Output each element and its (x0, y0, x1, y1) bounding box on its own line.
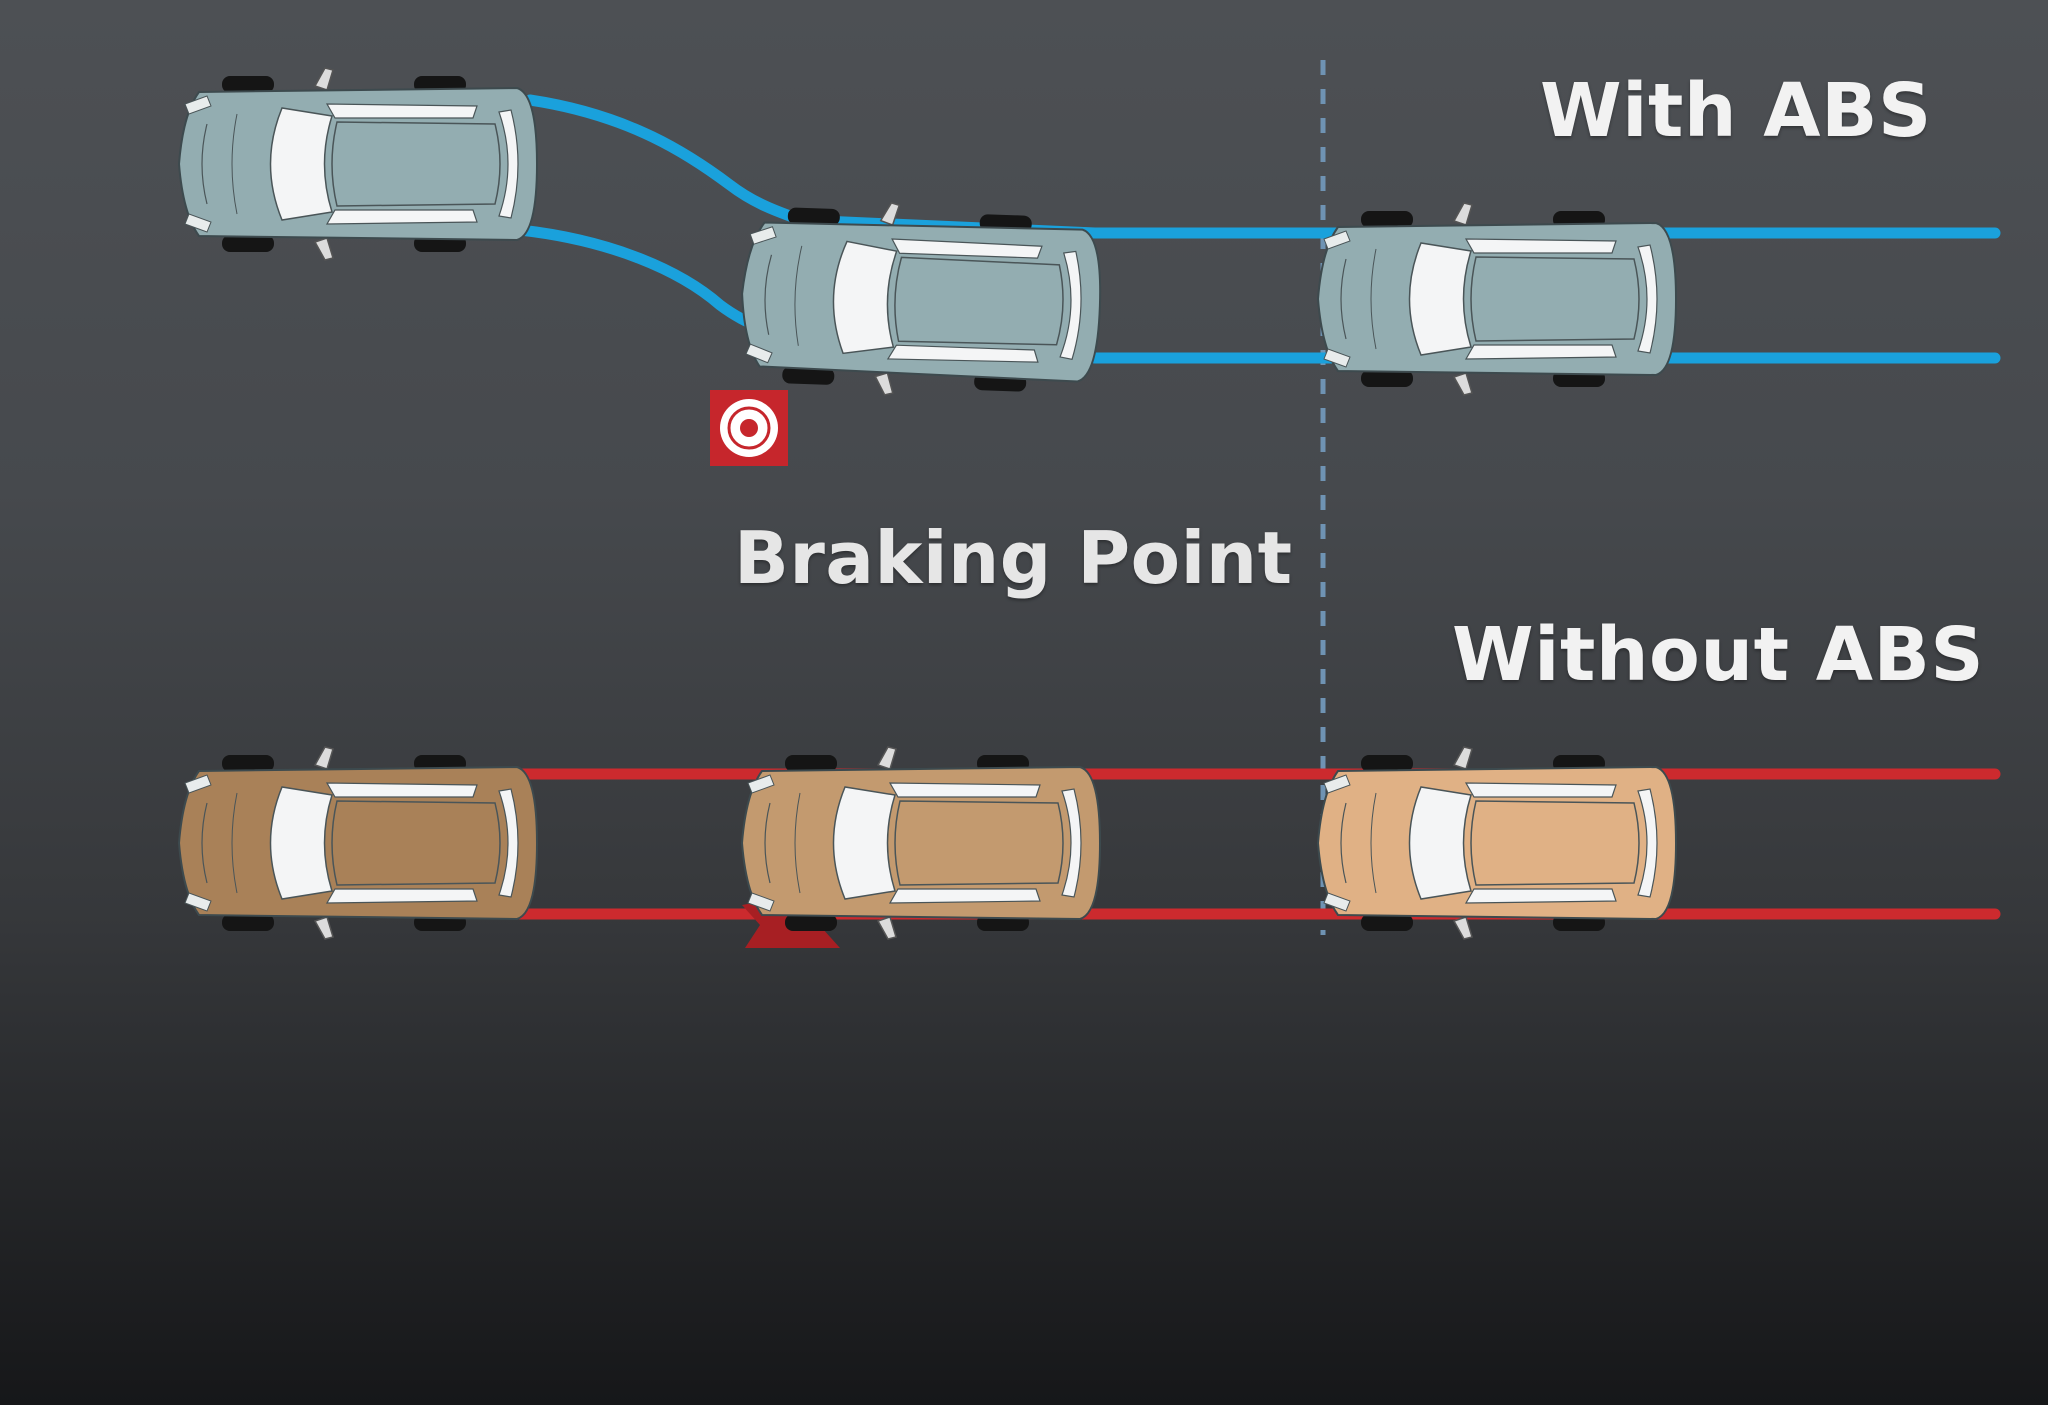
braking-point-label: Braking Point (734, 516, 1293, 600)
car-abs-start (178, 67, 538, 261)
car-no-abs-start (178, 746, 538, 940)
with-abs-label: With ABS (1540, 68, 1932, 154)
car-abs-end (1317, 202, 1677, 396)
car-abs-braking (737, 196, 1105, 404)
target-icon (710, 390, 788, 466)
without-abs-label: Without ABS (1452, 612, 1985, 698)
car-no-abs-braking (741, 746, 1101, 940)
car-no-abs-end (1317, 746, 1677, 940)
